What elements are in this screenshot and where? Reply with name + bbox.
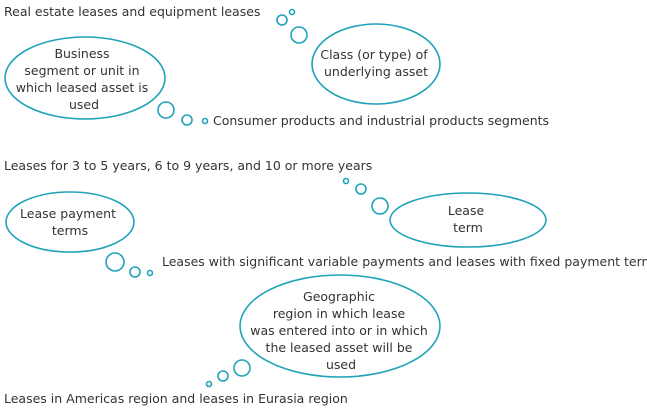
- example-payment-terms: Leases with significant variable payment…: [162, 254, 647, 269]
- trail-dot: [288, 8, 296, 16]
- bubble-text: Lease payment terms: [20, 206, 120, 238]
- bubble-text: Business segment or unit in which leased…: [16, 46, 153, 112]
- example-geographic-region: Leases in Americas region and leases in …: [4, 391, 348, 406]
- trail-dot: [205, 380, 213, 388]
- trail-dot: [342, 177, 350, 185]
- bubble-text: Lease term: [448, 203, 488, 235]
- bubble-text: Geographic region in which lease was ent…: [250, 289, 431, 372]
- trail-dot: [181, 114, 193, 126]
- thought-bubble-payment-terms: Lease payment terms: [5, 191, 154, 278]
- example-asset-class: Real estate leases and equipment leases: [4, 4, 260, 19]
- trail-dot: [146, 269, 154, 277]
- example-lease-term: Leases for 3 to 5 years, 6 to 9 years, a…: [4, 158, 372, 173]
- trail-dot: [157, 101, 175, 119]
- bubble-ellipse: [311, 23, 441, 105]
- trail-dot: [201, 117, 209, 125]
- thought-bubble-geographic-region: Geographic region in which lease was ent…: [205, 274, 441, 388]
- thought-bubble-business-segment: Business segment or unit in which leased…: [4, 36, 209, 126]
- bubble-ellipse: [5, 191, 135, 253]
- bubble-ellipse: [239, 274, 441, 378]
- trail-dot: [355, 183, 367, 195]
- bubble-text: Class (or type) of underlying asset: [320, 47, 431, 79]
- trail-dot: [276, 14, 288, 26]
- trail-dot: [105, 252, 125, 272]
- bubble-ellipse: [389, 192, 547, 248]
- trail-dot: [217, 370, 229, 382]
- trail-dot: [129, 266, 141, 278]
- trail-dot: [290, 26, 308, 44]
- thought-bubble-lease-term: Lease term: [342, 177, 547, 248]
- thought-bubble-asset-class: Class (or type) of underlying asset: [276, 8, 441, 105]
- trail-dot: [371, 197, 389, 215]
- bubble-ellipse: [4, 36, 166, 120]
- trail-dot: [233, 359, 251, 377]
- example-business-segment: Consumer products and industrial product…: [213, 113, 549, 128]
